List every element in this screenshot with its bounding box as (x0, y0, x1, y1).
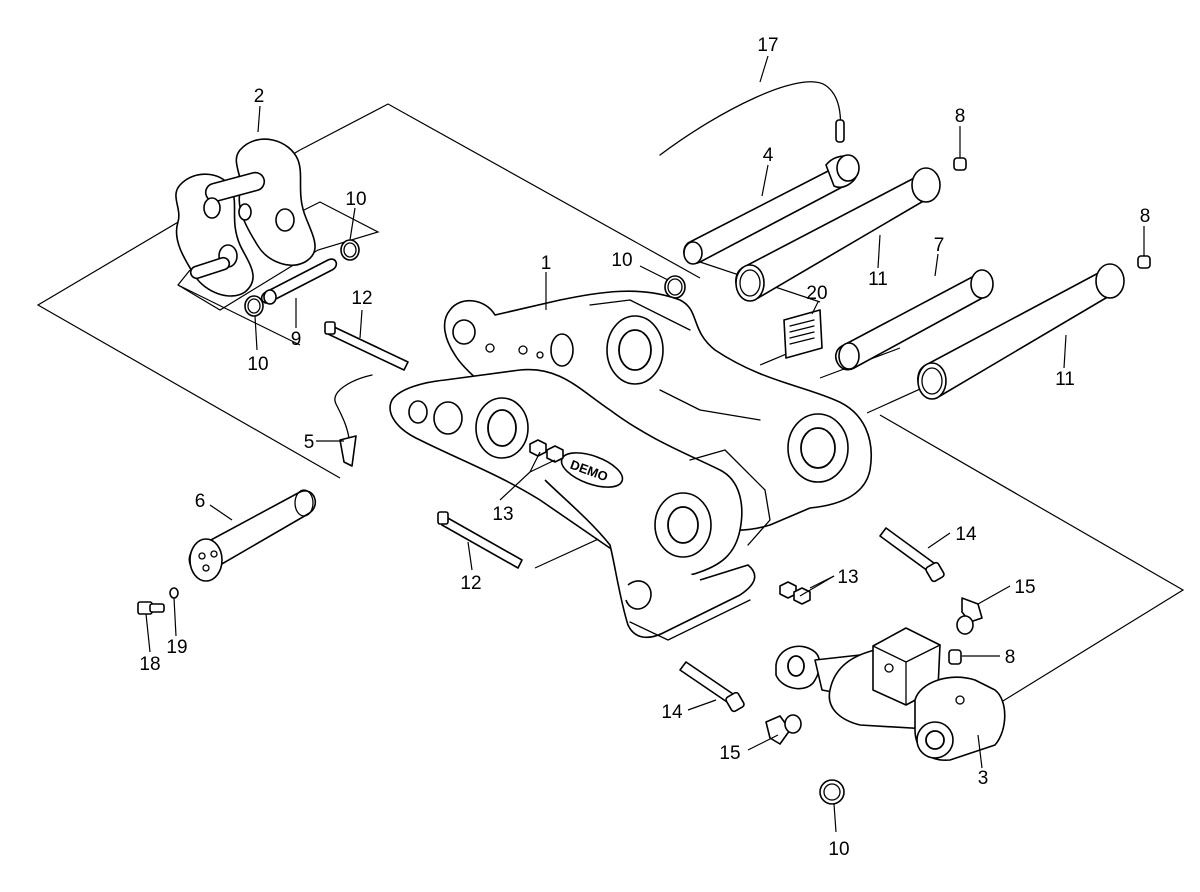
callout-10-bracket-right: 10 (345, 189, 366, 210)
callout-7: 7 (934, 235, 945, 256)
callout-14-lower: 14 (661, 702, 683, 723)
part-15-elbow-lower (765, 714, 802, 745)
callout-8-top: 8 (955, 106, 966, 127)
callout-20: 20 (806, 283, 827, 304)
part-8-grease-nipples (948, 157, 1151, 665)
callout-6: 6 (195, 491, 206, 512)
part-19-washer (169, 587, 179, 599)
callout-15-lower: 15 (719, 743, 740, 764)
part-20-decal (783, 309, 823, 359)
part-5-clip (334, 374, 373, 467)
part-11-bushing-lower (917, 263, 1125, 400)
callout-labels: 17 2 4 8 8 8 10 10 10 10 1 11 11 7 20 12… (139, 35, 1150, 860)
part-1-coupler-body: DEMO (389, 290, 872, 641)
part-3-cylinder (775, 627, 1006, 761)
callout-8-cylinder: 8 (1005, 647, 1016, 668)
part-12-bolts (324, 321, 523, 569)
part-10-rings (244, 239, 845, 805)
callout-18: 18 (139, 654, 160, 675)
part-9-pin (260, 258, 338, 305)
callout-10-cylinder: 10 (828, 839, 849, 860)
callout-13-left: 13 (492, 504, 513, 525)
callout-5: 5 (304, 432, 315, 453)
part-2-bracket (175, 138, 316, 297)
part-4-pin (683, 154, 860, 265)
callout-14-upper: 14 (955, 524, 977, 545)
callout-17: 17 (757, 35, 778, 56)
callout-10-pin: 10 (611, 250, 632, 271)
callout-11-upper: 11 (868, 269, 888, 290)
callout-10-bracket-left: 10 (247, 354, 268, 375)
callout-12-upper: 12 (351, 288, 372, 309)
callout-12-lower: 12 (460, 573, 481, 594)
part-18-bolt (137, 601, 165, 615)
part-15-elbow-upper (956, 597, 983, 635)
callout-19: 19 (166, 637, 187, 658)
part-13-nuts (529, 439, 811, 605)
callout-3: 3 (978, 768, 989, 789)
part-17-cable (659, 81, 845, 156)
part-7-pin (835, 269, 994, 371)
callout-15-upper: 15 (1014, 577, 1035, 598)
part-11-bushing-upper (735, 167, 941, 302)
leader-lines (145, 55, 1145, 833)
callout-1: 1 (541, 253, 552, 274)
callout-13-right: 13 (837, 567, 858, 588)
part-6-pin (188, 489, 317, 582)
part-14-hose-lower (679, 661, 745, 713)
callout-2: 2 (254, 86, 265, 107)
callout-9: 9 (291, 329, 302, 350)
callout-8-right: 8 (1140, 206, 1151, 227)
callout-11-lower: 11 (1055, 369, 1075, 390)
part-14-hose-upper (879, 527, 945, 583)
callout-4: 4 (763, 145, 774, 166)
